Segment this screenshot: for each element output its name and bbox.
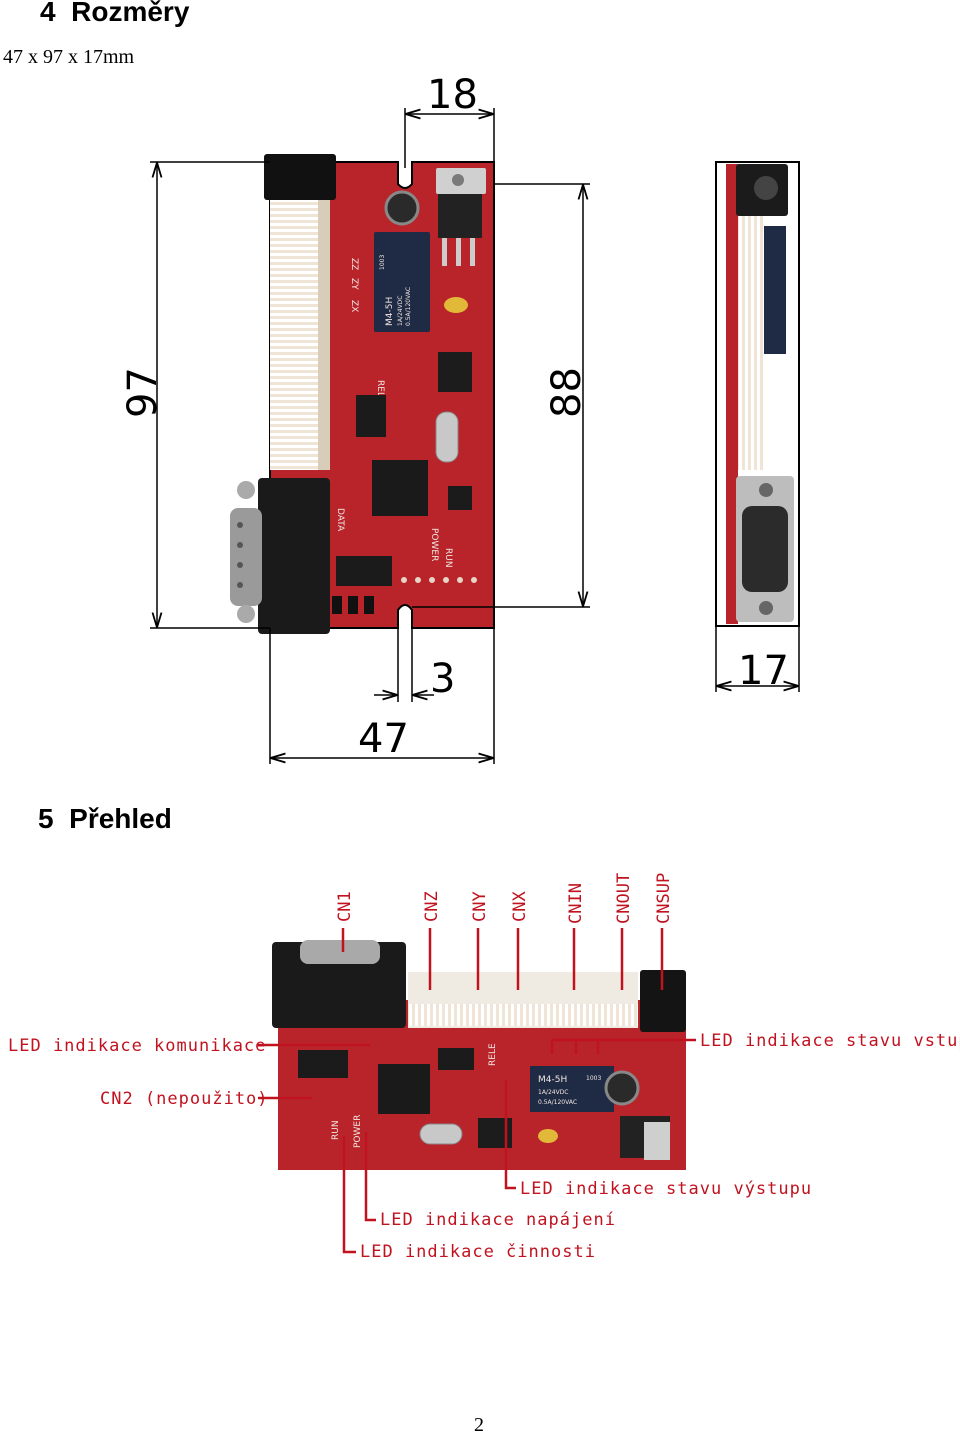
callout-comm-led: LED indikace komunikace [8, 1036, 266, 1056]
dsub-connector [258, 478, 330, 634]
svg-text:ZZ: ZZ [349, 258, 359, 270]
svg-text:1003: 1003 [379, 255, 386, 270]
callout-output-led: LED indikace stavu výstupu [520, 1179, 812, 1199]
dim-88: 88 [544, 367, 590, 418]
rele-label: RELE [375, 380, 385, 403]
svg-text:DATA: DATA [335, 508, 345, 532]
label-cny: CNY [470, 891, 490, 922]
callout-power-led: LED indikace napájení [380, 1210, 616, 1230]
section-5-heading: 5 Přehled [38, 803, 172, 835]
svg-text:RUN: RUN [443, 548, 453, 568]
svg-text:0.5A/120VAC: 0.5A/120VAC [405, 287, 412, 326]
voltage-regulator [438, 194, 482, 238]
relay-model-label: M4-5H [385, 297, 395, 326]
callout-lines [258, 928, 696, 1254]
page-number: 2 [474, 1414, 484, 1436]
board-top-view: M4-5H 1A/24VDC 0.5A/120VAC 1003 RELE ZZ … [230, 154, 495, 634]
svg-text:POWER: POWER [429, 528, 439, 561]
label-cnout: CNOUT [614, 873, 634, 924]
section-4-heading: 4 Rozměry [40, 0, 189, 28]
dimension-lines [150, 108, 800, 764]
svg-text:1003: 1003 [586, 1075, 601, 1082]
capacitor [384, 190, 420, 226]
svg-text:ZY: ZY [349, 278, 359, 290]
board-overview: M4-5H 1A/24VDC 0.5A/120VAC 1003 RELE RUN… [272, 940, 686, 1170]
svg-text:1A/24VDC: 1A/24VDC [538, 1089, 569, 1096]
section-4-number: 4 [40, 0, 56, 27]
label-cn1: CN1 [335, 891, 355, 922]
svg-text:0.5A/120VAC: 0.5A/120VAC [538, 1099, 577, 1106]
dim-97: 97 [120, 367, 166, 418]
label-cnsup: CNSUP [654, 873, 674, 924]
svg-text:1A/24VDC: 1A/24VDC [397, 296, 404, 327]
section-5-number: 5 [38, 803, 54, 834]
section-5-title: Přehled [69, 803, 172, 834]
label-cnx: CNX [510, 891, 530, 922]
label-cnin: CNIN [566, 883, 586, 924]
svg-text:M4-5H: M4-5H [538, 1075, 567, 1085]
dim-18: 18 [427, 72, 478, 118]
svg-text:RELE: RELE [488, 1043, 498, 1066]
board-side-view [715, 161, 800, 627]
section-4-title: Rozměry [71, 0, 190, 27]
microcontroller [372, 460, 428, 516]
dc-jack [264, 154, 336, 200]
svg-text:RUN: RUN [331, 1120, 341, 1140]
callout-cn2: CN2 (nepoužito) [100, 1089, 269, 1109]
svg-text:POWER: POWER [353, 1115, 363, 1148]
dimensions-text: 47 x 97 x 17mm [3, 46, 135, 68]
callout-input-leds: LED indikace stavu vstupů [700, 1030, 960, 1051]
svg-text:ZX: ZX [349, 300, 359, 312]
dim-3: 3 [430, 656, 455, 702]
dim-17: 17 [738, 648, 789, 694]
dim-47: 47 [358, 716, 409, 762]
callout-activity-led: LED indikace činnosti [360, 1242, 596, 1262]
label-cnz: CNZ [422, 891, 442, 922]
relay [374, 232, 430, 332]
crystal [435, 411, 459, 463]
